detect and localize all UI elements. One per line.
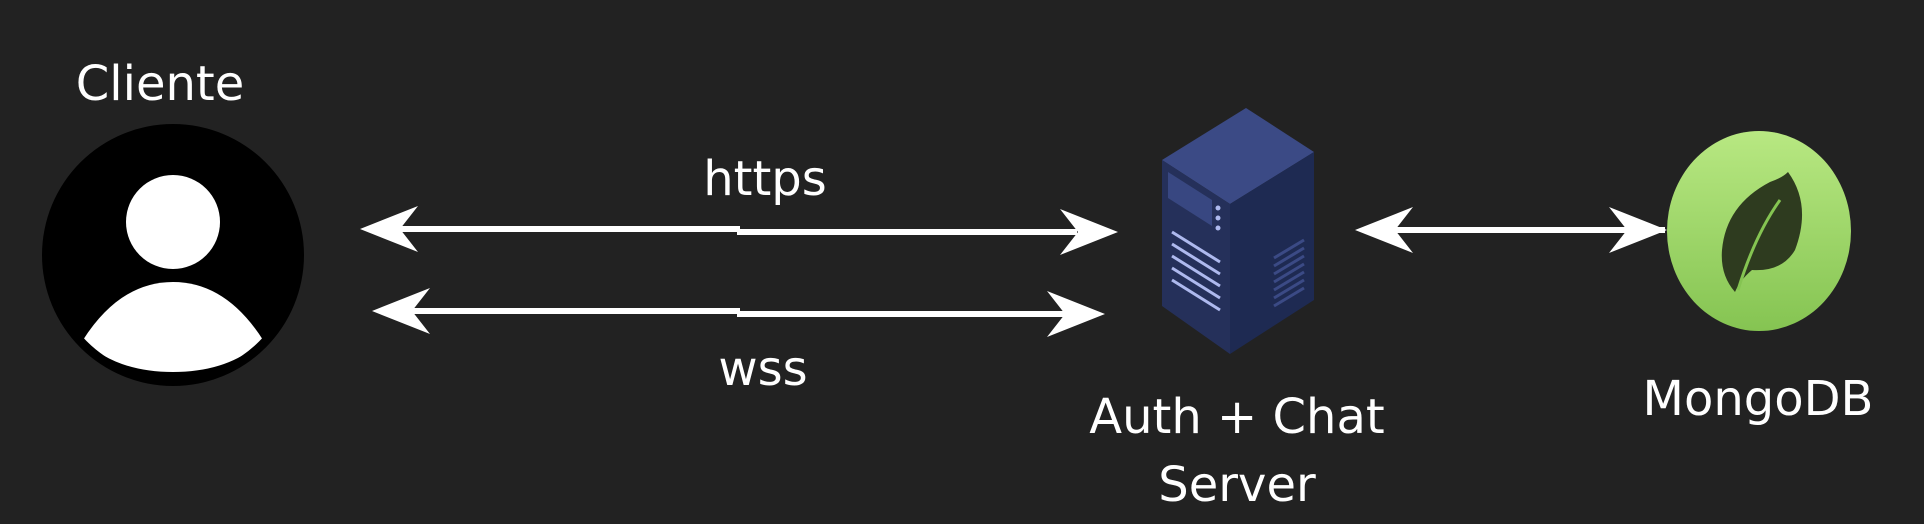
server-label-line1: Auth + Chat bbox=[1089, 389, 1385, 445]
client-label: Cliente bbox=[75, 56, 245, 112]
wss-label: wss bbox=[718, 341, 808, 397]
wss-connection-arrow bbox=[372, 288, 1105, 337]
https-connection-arrow bbox=[360, 206, 1118, 255]
server-rack-icon bbox=[1162, 108, 1314, 354]
mongodb-leaf-icon bbox=[1667, 131, 1851, 331]
user-icon bbox=[42, 124, 304, 386]
https-label: https bbox=[703, 151, 827, 207]
database-label: MongoDB bbox=[1642, 371, 1874, 427]
server-db-connection-arrow bbox=[1355, 207, 1667, 253]
server-label: Auth + Chat Server bbox=[1089, 383, 1384, 519]
server-label-line2: Server bbox=[1158, 457, 1316, 513]
